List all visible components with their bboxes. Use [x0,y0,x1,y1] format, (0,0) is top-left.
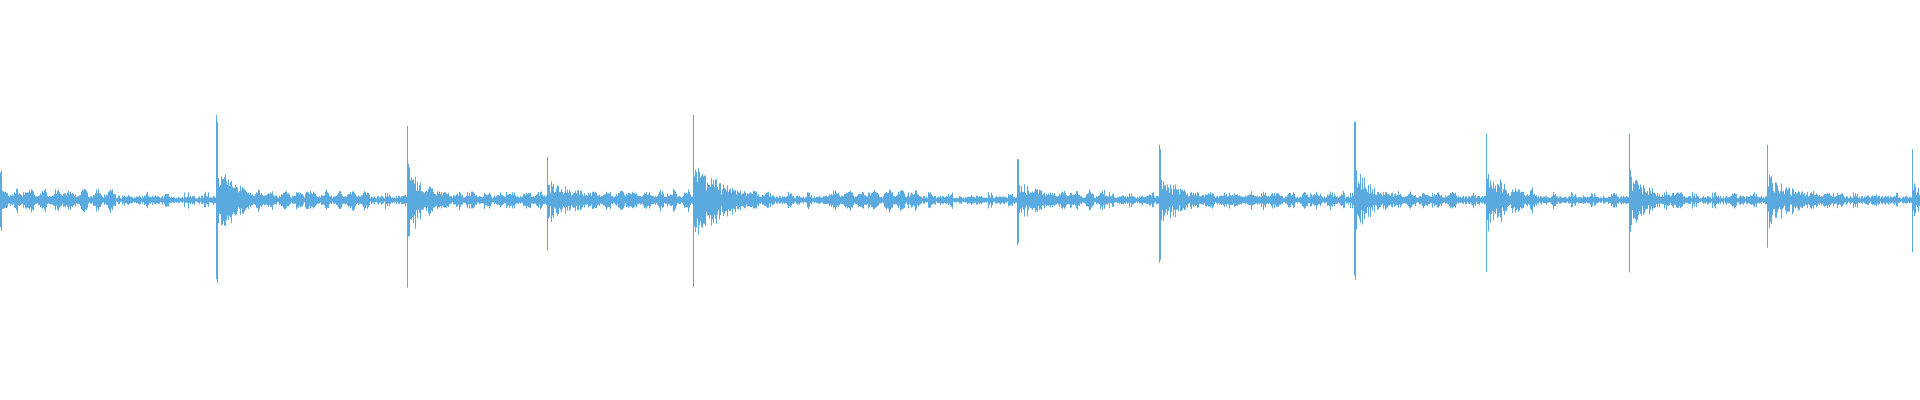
waveform-samples [0,115,1920,288]
waveform-path [0,115,1920,288]
